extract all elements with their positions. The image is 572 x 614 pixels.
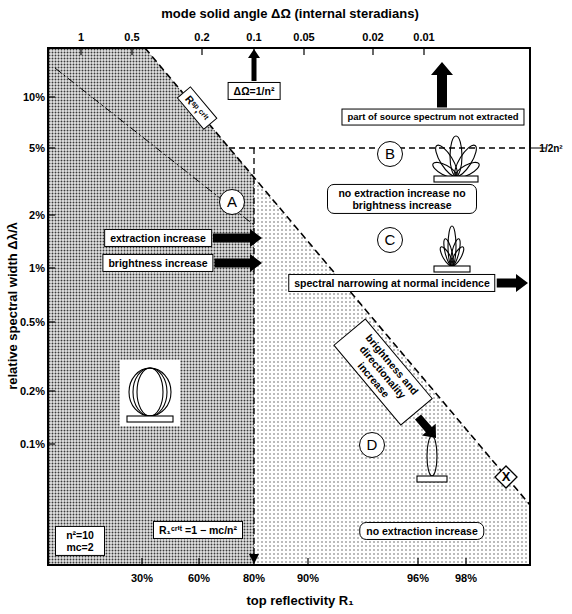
region-circle: D: [359, 432, 385, 458]
tick-label: 0.1: [246, 31, 261, 43]
node-text: ΔΩ=1/n²: [234, 85, 275, 97]
region-circle: C: [377, 227, 403, 253]
tick-label: 98%: [455, 572, 477, 584]
r1crit-arrowhead: [249, 554, 259, 564]
solid-angle-box: ΔΩ=1/n²: [228, 82, 281, 100]
emission-icons: [120, 136, 481, 482]
tick-label: 10%: [23, 91, 45, 103]
plot-frame: [48, 48, 530, 565]
node-text: no extraction increase: [366, 525, 477, 537]
light-region: [254, 177, 530, 565]
axis-title: mode solid angle ΔΩ (internal steradians…: [161, 7, 418, 21]
parameter-box: n²=10 mc=2: [55, 526, 105, 556]
node-text: part of source spectrum not extracted: [347, 112, 518, 123]
tick-label: 30%: [131, 572, 153, 584]
node-text: C: [385, 231, 396, 248]
tick-label: 80%: [243, 572, 265, 584]
tick-label: 1: [78, 31, 84, 43]
tick-label: 0.01: [413, 31, 434, 43]
node-text: brightness increase: [108, 257, 207, 269]
node-text: D: [367, 436, 378, 453]
region-circle: B: [377, 141, 403, 167]
thin-diagonal: [55, 68, 254, 225]
node-text: n²=10 mc=2: [61, 529, 99, 553]
tick-label: 0.2%: [20, 385, 45, 397]
effect-box: brightness and directionality increase: [333, 318, 433, 426]
tick-label: 0.02: [362, 31, 383, 43]
tick-label: 0.2: [194, 31, 209, 43]
note-box: no extraction increase no brightness inc…: [327, 184, 477, 214]
tick-label: 1%: [29, 262, 45, 274]
node-text: R₁ᶜʳⁱᵗ =1 − mc/n²: [159, 524, 237, 536]
tick-label: 1/2n²: [539, 143, 562, 154]
effect-box: brightness increase: [102, 254, 213, 272]
node-text: B: [385, 145, 395, 162]
tick-label: 0.5%: [20, 316, 45, 328]
tick-label: 2%: [29, 209, 45, 221]
effect-box: spectral narrowing at normal incidence: [288, 274, 495, 292]
critical-line-label: Rˢᵖ,ᶜʳⁱᵗ: [177, 86, 218, 130]
node-text: extraction increase: [110, 232, 206, 244]
tick-label: 0.1%: [20, 438, 45, 450]
axis-title: relative spectral width Δλ/λ: [6, 222, 20, 390]
node-text: A: [227, 193, 237, 210]
r1crit-line: [253, 148, 254, 558]
note-box: no extraction increase: [359, 522, 484, 540]
region-circle: A: [219, 189, 245, 215]
tick-label: 5%: [29, 142, 45, 154]
node-text: no extraction increase no brightness inc…: [334, 187, 470, 211]
node-text: brightness and directionality increase: [339, 325, 427, 420]
node-text: X: [502, 470, 511, 485]
tick-label: 0.05: [293, 31, 314, 43]
tick-marks: [48, 48, 466, 565]
point-diamond: X: [494, 465, 518, 489]
tick-label: 60%: [188, 572, 210, 584]
effect-box: extraction increase: [104, 229, 212, 247]
tick-label: 90%: [297, 572, 319, 584]
note-box: part of source spectrum not extracted: [341, 109, 524, 126]
tick-label: 96%: [407, 572, 429, 584]
node-text: Rˢᵖ,ᶜʳⁱᵗ: [183, 93, 211, 124]
tick-label: 0.5: [124, 31, 139, 43]
axis-title: top reflectivity R₁: [246, 594, 353, 608]
block-arrows: [213, 49, 528, 438]
node-text: spectral narrowing at normal incidence: [294, 277, 489, 289]
formula-box: R₁ᶜʳⁱᵗ =1 − mc/n²: [153, 521, 243, 539]
dense-region: [48, 48, 254, 565]
critical-diagonal: [145, 48, 530, 505]
